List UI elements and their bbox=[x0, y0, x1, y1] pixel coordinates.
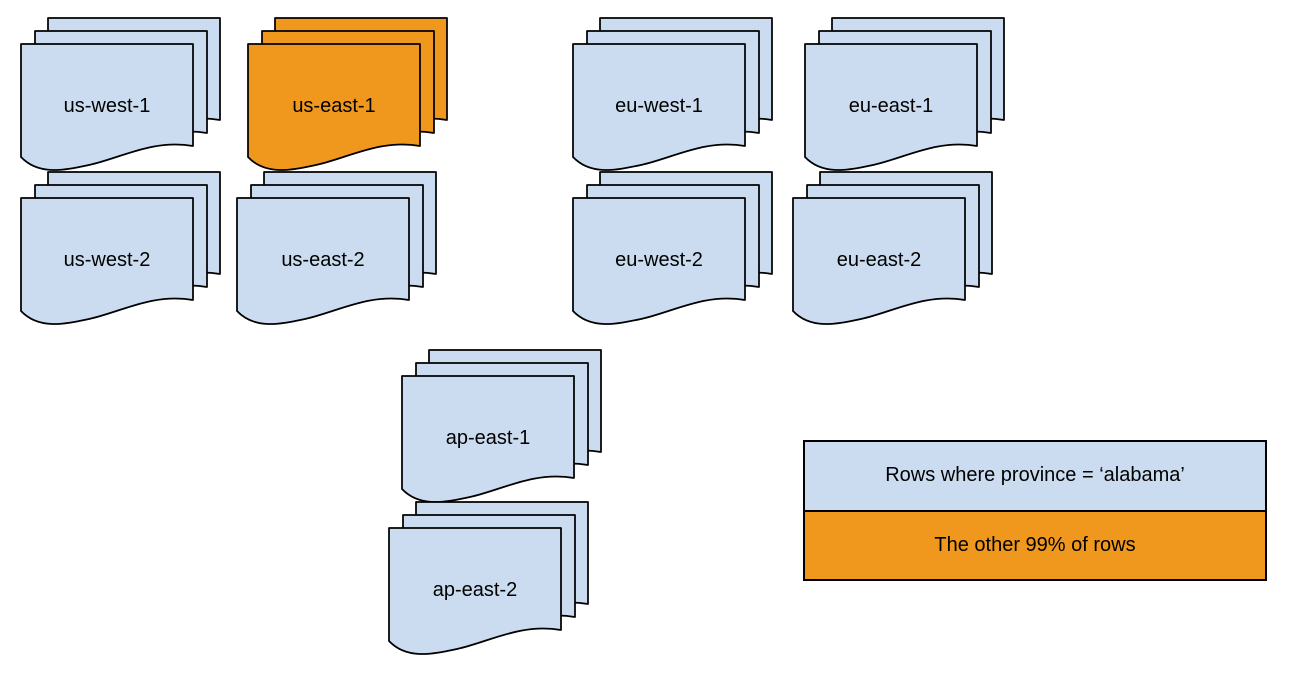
region-stack-us-east-2: us-east-2 bbox=[236, 171, 438, 328]
document-stack-icon bbox=[792, 171, 993, 325]
document-card-front-icon bbox=[20, 197, 194, 325]
document-stack-icon bbox=[236, 171, 437, 325]
document-card-front-icon bbox=[572, 197, 746, 325]
document-card-front-icon bbox=[792, 197, 966, 325]
document-card-front-icon bbox=[388, 527, 562, 655]
legend-row-alabama-rows: Rows where province = ‘alabama’ bbox=[805, 442, 1265, 512]
legend-row-other-rows: The other 99% of rows bbox=[805, 511, 1265, 579]
region-stack-ap-east-2: ap-east-2 bbox=[388, 501, 590, 658]
document-stack-icon bbox=[20, 171, 221, 325]
region-stack-us-west-1: us-west-1 bbox=[20, 17, 222, 174]
region-stack-eu-east-1: eu-east-1 bbox=[804, 17, 1006, 174]
region-stack-eu-west-2: eu-west-2 bbox=[572, 171, 774, 328]
document-stack-icon bbox=[572, 171, 773, 325]
document-stack-icon bbox=[20, 17, 221, 171]
document-card-front-icon bbox=[247, 43, 421, 171]
document-card-front-icon bbox=[401, 375, 575, 503]
document-card-front-icon bbox=[20, 43, 194, 171]
region-stack-ap-east-1: ap-east-1 bbox=[401, 349, 603, 506]
region-stack-eu-east-2: eu-east-2 bbox=[792, 171, 994, 328]
region-stack-eu-west-1: eu-west-1 bbox=[572, 17, 774, 174]
region-stack-us-east-1: us-east-1 bbox=[247, 17, 449, 174]
document-card-front-icon bbox=[804, 43, 978, 171]
document-stack-icon bbox=[401, 349, 602, 503]
document-stack-icon bbox=[247, 17, 448, 171]
legend: Rows where province = ‘alabama’ The othe… bbox=[803, 440, 1267, 581]
document-stack-icon bbox=[572, 17, 773, 171]
region-stack-us-west-2: us-west-2 bbox=[20, 171, 222, 328]
document-stack-icon bbox=[388, 501, 589, 655]
document-card-front-icon bbox=[572, 43, 746, 171]
document-stack-icon bbox=[804, 17, 1005, 171]
document-card-front-icon bbox=[236, 197, 410, 325]
